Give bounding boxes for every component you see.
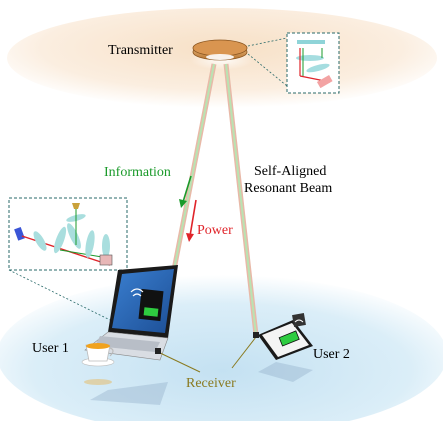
receiver-pointer-lines	[155, 332, 259, 373]
floor-reflections	[90, 362, 313, 405]
beam-label-line1: Self-Aligned	[254, 164, 326, 179]
transmitter-inset	[247, 32, 340, 94]
receiver-inset	[8, 197, 143, 321]
coffee-cup-icon	[81, 343, 115, 385]
information-label: Information	[104, 165, 171, 180]
user2-label: User 2	[313, 347, 350, 362]
receiver-label: Receiver	[186, 376, 236, 391]
laptop-icon	[84, 265, 178, 361]
floor-glow	[0, 275, 443, 421]
phone-icon	[258, 313, 313, 360]
information-arrow	[179, 175, 192, 208]
resonant-beam-user2	[223, 63, 259, 336]
transmitter-disk-icon	[190, 39, 254, 70]
beam-label-line2: Resonant Beam	[244, 181, 332, 196]
power-arrow	[186, 199, 197, 242]
user1-label: User 1	[32, 341, 69, 356]
transmitter-label: Transmitter	[108, 43, 173, 58]
power-label: Power	[197, 223, 233, 238]
